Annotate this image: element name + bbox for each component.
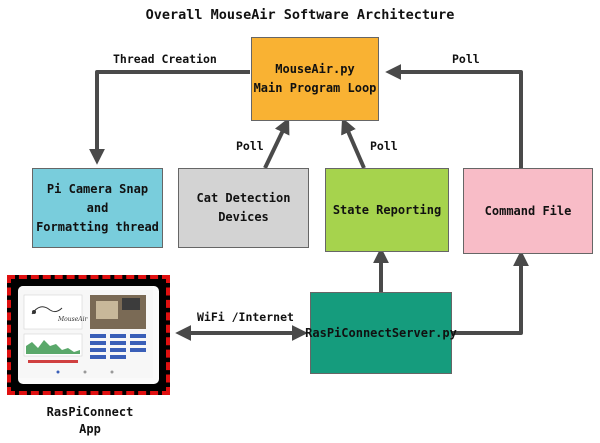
app-caption-line1: RasPiConnect xyxy=(46,405,134,419)
arrow-poll-cat-detection xyxy=(263,117,290,169)
state-reporting-box: State Reporting xyxy=(325,168,449,252)
command-file-label: Command File xyxy=(484,203,572,218)
cat-detection-line1: Cat Detection xyxy=(196,191,291,205)
server-label: RasPiConnectServer.py xyxy=(305,325,457,340)
raspiconnect-app-tablet: MouseAir xyxy=(7,275,170,395)
app-screen: MouseAir xyxy=(18,286,159,384)
arrow-poll-command-file xyxy=(385,64,523,168)
camera-thread-box: Pi Camera Snap and Formatting thread xyxy=(32,168,163,248)
edge-label-poll-command: Poll xyxy=(452,52,480,66)
edge-label-wifi: WiFi /Internet xyxy=(197,310,294,324)
cat-detection-line2: Devices xyxy=(218,210,269,224)
server-box: RasPiConnectServer.py xyxy=(305,292,457,374)
app-caption: RasPiConnect App xyxy=(0,404,180,438)
state-reporting-label: State Reporting xyxy=(332,202,442,217)
camera-thread-line2: Formatting thread xyxy=(36,219,159,234)
arrow-server-to-command xyxy=(452,250,529,335)
arrow-poll-state-reporting xyxy=(341,117,366,169)
app-caption-line2: App xyxy=(79,422,101,436)
edge-label-poll-cat: Poll xyxy=(236,139,264,153)
main-loop-line2: Main Program Loop xyxy=(253,81,377,95)
diagram-title: Overall MouseAir Software Architecture xyxy=(145,7,455,23)
app-screen-mockup: MouseAir xyxy=(18,286,153,378)
app-logo-text: MouseAir xyxy=(57,316,89,323)
edge-label-poll-state: Poll xyxy=(370,139,398,153)
camera-thread-line1: Pi Camera Snap and xyxy=(46,181,149,215)
edge-label-thread-creation: Thread Creation xyxy=(113,52,217,66)
cat-detection-box: Cat Detection Devices xyxy=(178,168,309,248)
arrow-thread-creation xyxy=(89,70,250,165)
command-file-box: Command File xyxy=(463,168,593,254)
main-loop-line1: MouseAir.py xyxy=(275,62,355,76)
main-loop-box: MouseAir.py Main Program Loop xyxy=(251,37,379,121)
